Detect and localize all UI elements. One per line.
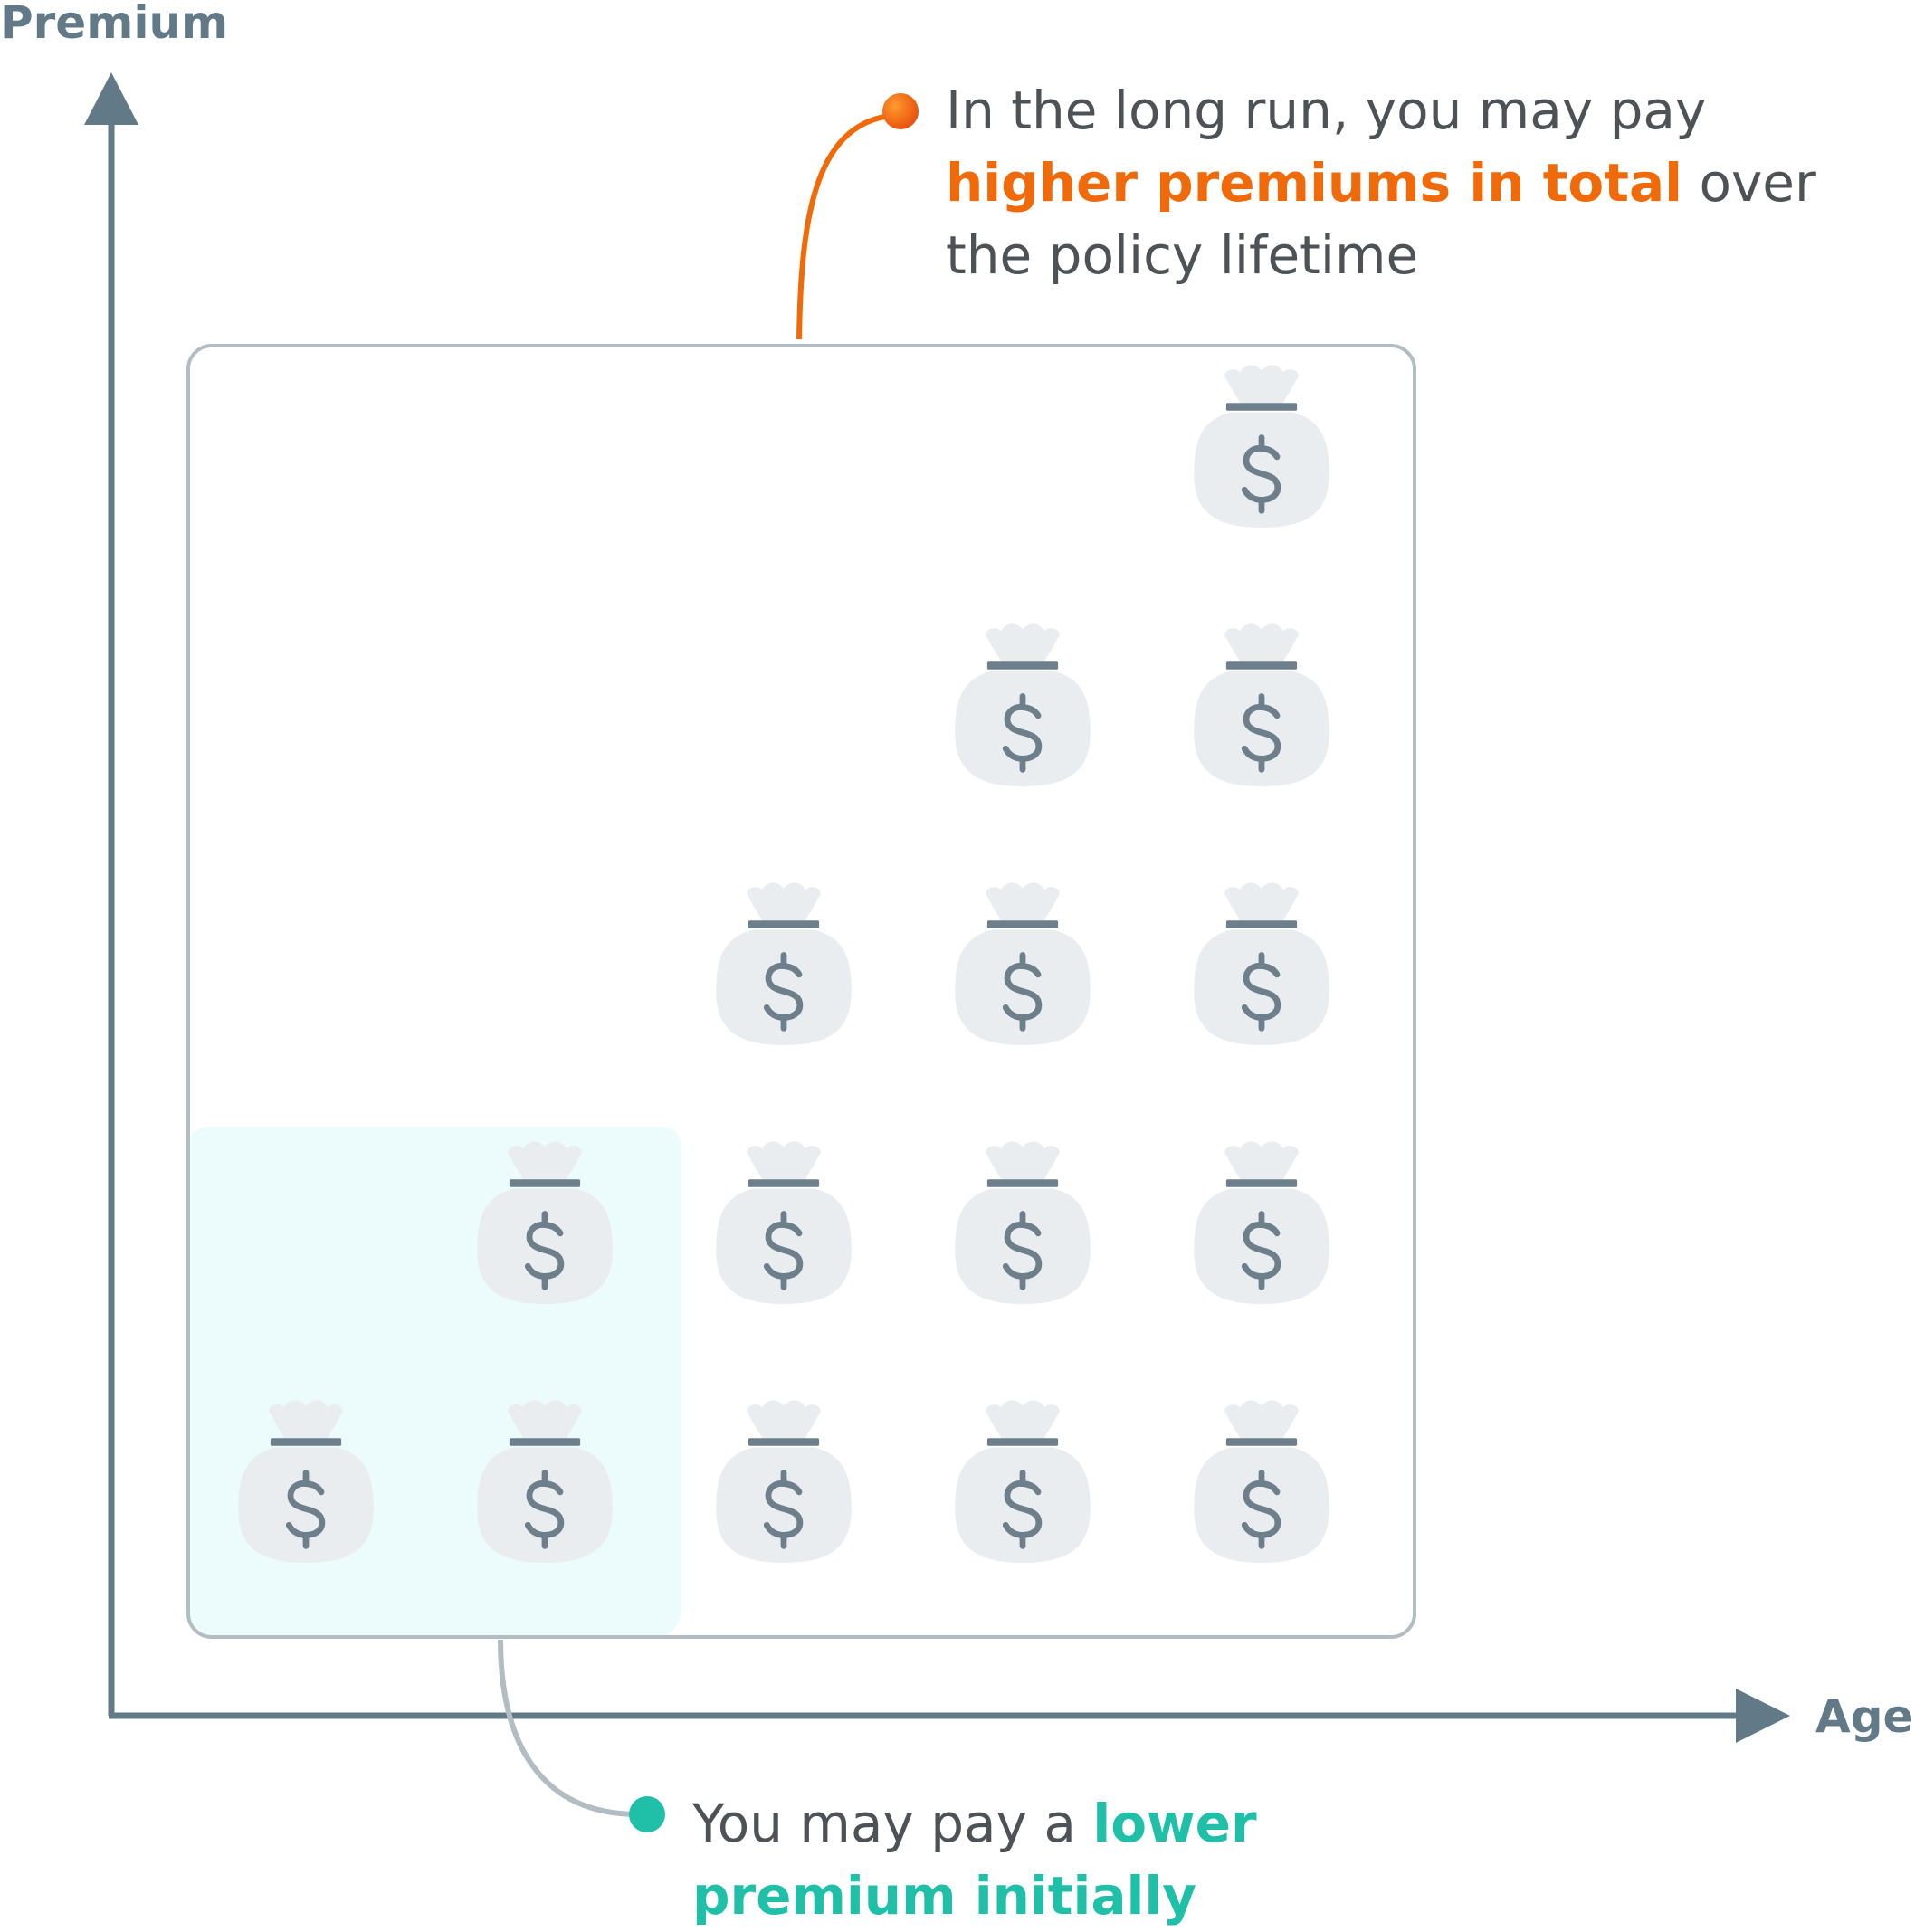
top-callout-line-2-rest: over bbox=[1682, 152, 1816, 214]
higher-premiums-highlight: higher premiums in total bbox=[946, 152, 1683, 214]
money-bag-icon bbox=[716, 1141, 852, 1304]
money-bag-icon bbox=[955, 623, 1091, 786]
lower-highlight: lower bbox=[1092, 1793, 1257, 1854]
policy-lifetime-frame bbox=[186, 344, 1416, 1639]
x-axis-arrowhead bbox=[1736, 1689, 1790, 1743]
money-bag-icon bbox=[716, 1400, 852, 1563]
money-bag-icon bbox=[1194, 365, 1329, 528]
money-bag-icon bbox=[716, 882, 852, 1045]
money-bag-icon bbox=[1194, 882, 1329, 1045]
x-axis-label: Age bbox=[1815, 1690, 1913, 1743]
initial-premium-highlight bbox=[188, 1127, 681, 1637]
y-axis-label: Premium bbox=[0, 0, 228, 49]
money-bag-icon bbox=[1194, 623, 1329, 786]
money-bag-icon bbox=[1194, 1400, 1329, 1563]
bottom-callout-dot bbox=[629, 1796, 665, 1832]
top-callout-connector bbox=[796, 112, 901, 340]
top-callout-text: In the long run, you may pay higher prem… bbox=[946, 74, 1887, 291]
money-bag-icon bbox=[1194, 1141, 1329, 1304]
top-callout-line-3: the policy lifetime bbox=[946, 224, 1419, 286]
money-bag-icon bbox=[955, 1141, 1091, 1304]
bottom-callout-connector bbox=[498, 1639, 639, 1817]
top-callout-line-2: higher premiums in total over bbox=[946, 147, 1887, 219]
y-axis-arrowhead bbox=[84, 72, 138, 125]
top-callout-line-1: In the long run, you may pay bbox=[946, 80, 1707, 141]
bottom-callout-prefix: You may pay a bbox=[692, 1793, 1093, 1854]
premium-initially-highlight: premium initially bbox=[692, 1865, 1197, 1927]
bottom-callout-text: You may pay a lower premium initially bbox=[692, 1787, 1507, 1932]
money-bag-icon bbox=[955, 882, 1091, 1045]
money-bag-icon bbox=[955, 1400, 1091, 1563]
top-callout-dot bbox=[882, 93, 919, 129]
bottom-callout-line-1: You may pay a lower bbox=[692, 1787, 1507, 1860]
